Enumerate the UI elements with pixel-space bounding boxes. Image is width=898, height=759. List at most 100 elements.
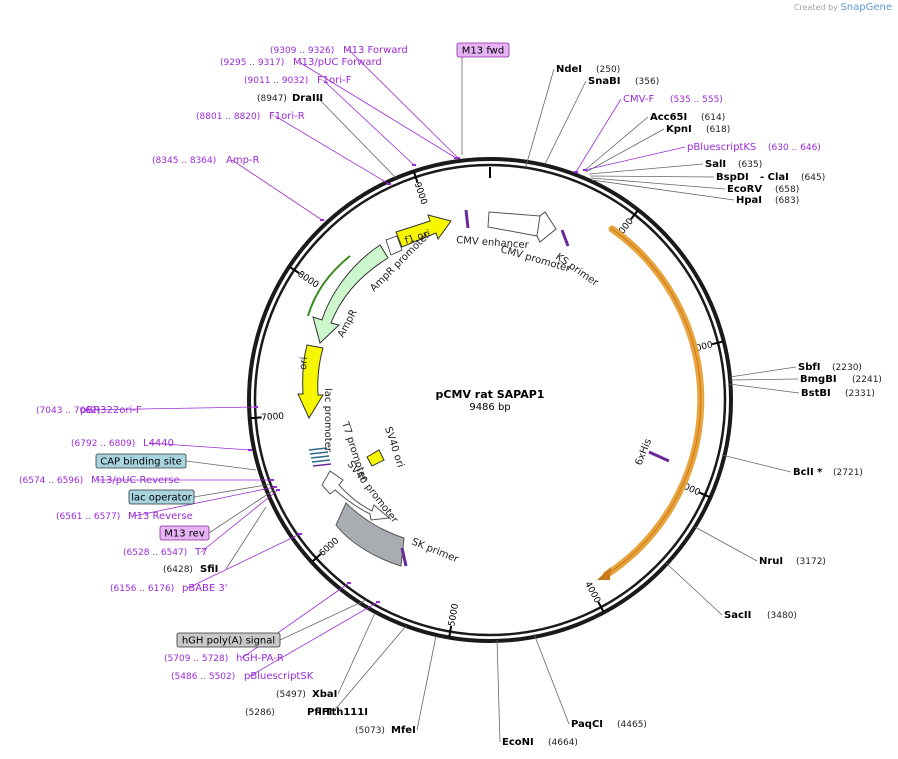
enzyme-pos-acc65i: (614) [701,113,725,123]
enzyme-hpai[interactable]: HpaI [736,195,762,206]
tick-mark-7000 [250,416,262,420]
enzyme-leader-sali [588,163,704,175]
enzyme-leader-nrui [694,526,758,562]
enzyme-tth111i[interactable]: - Tth111I [317,707,368,718]
primer-leader-pbluescriptks [584,146,686,171]
enzyme-pos-nrui: (3172) [796,557,826,567]
primer-m13-puc-reverse[interactable]: M13/pUC Reverse [91,475,180,486]
tick-label-7000: 7000 [261,412,285,424]
enzyme-leader-sacii [665,562,723,616]
primer-m13-reverse[interactable]: M13 Reverse [128,511,193,522]
enzyme-sali[interactable]: SalI [705,159,726,170]
enzyme-draiii[interactable]: DraIII [292,93,323,104]
tick-mark-1000 [630,210,639,221]
primer-leader-m13-puc-forward [298,61,457,159]
enzyme-pos-econi: (4664) [548,738,578,748]
box-label-m13-rev: M13 rev [164,529,205,540]
primer-f1ori-r[interactable]: F1ori-R [269,111,305,122]
primer-pbluescriptks[interactable]: pBluescriptKS [687,142,756,153]
enzyme-sacii[interactable]: SacII [724,610,751,621]
box-cap-binding-site[interactable] [95,453,187,469]
enzyme-ecorv[interactable]: EcoRV [727,184,762,195]
box-label-m13-fwd: M13 fwd [462,46,504,57]
tick-label-8000: 8000 [296,270,321,291]
enzyme-paqci[interactable]: PaqCI [571,719,603,730]
tick-mark-4000 [597,601,605,612]
enzyme-kpni[interactable]: KpnI [666,124,692,135]
primer-range-hgh-pa-r: (5709 .. 5728) [164,654,228,664]
ks-primer-mark [560,229,570,247]
enzyme-bspdi[interactable]: BspDI [716,172,749,183]
cmv-promoter-arrow [536,211,557,243]
primer-pbluescriptsk[interactable]: pBluescriptSK [244,671,314,682]
primer-range-f1ori-f: (9011 .. 9032) [244,76,308,86]
enzyme-pos-hpai: (683) [775,196,799,206]
lac-promoter-label: lac promoter [322,388,333,453]
enzyme-leader-pflfi [332,625,407,713]
sv40-ori-box[interactable] [366,449,385,467]
primer-pbabe-3-[interactable]: pBABE 3' [182,583,228,594]
tick-mark-6000 [311,553,322,563]
enzyme-leader-snabi [544,80,587,165]
primer-hgh-pa-r[interactable]: hGH-PA-R [236,653,284,664]
primer-m13-puc-forward[interactable]: M13/pUC Forward [293,57,382,68]
enzyme-pos-ndei: (250) [596,65,620,75]
box-leader-m13-rev [208,489,275,534]
enzyme-bmgbi[interactable]: BmgBI [800,374,837,385]
enzyme-pos-paqci: (4465) [617,720,647,730]
enzyme-acc65i[interactable]: Acc65I [650,112,687,123]
enzyme-pos-bspdi: (645) [801,173,825,183]
tick-mark-2000 [711,340,724,346]
primer-range-m13-puc-reverse: (6574 .. 6596) [19,476,83,486]
enzyme-nrui[interactable]: NruI [759,556,783,567]
primer-leader-m13-reverse [133,486,276,517]
primer-t7[interactable]: T7 [194,547,207,558]
primer-leader-amp-r [231,159,323,221]
sk-promoter-arrow[interactable] [335,502,405,567]
primer-leader-cmv-f [575,98,622,173]
box-leader-lac-operator [193,483,273,498]
enzyme-pos-ecorv: (658) [775,185,799,195]
primer-cmv-f[interactable]: CMV-F [623,94,654,105]
primer-leader-pbr322ori-f [85,406,257,411]
enzyme-snabi[interactable]: SnaBI [588,76,620,87]
primer-m13-forward[interactable]: M13 Forward [343,45,408,56]
primer-leader-m13-forward [348,49,459,159]
primer-amp-r[interactable]: Amp-R [226,155,260,166]
f1-ori-arrow[interactable] [395,214,452,248]
ampr-promoter-arrow[interactable] [385,235,403,256]
enzyme-clai[interactable]: - ClaI [760,172,789,183]
enzyme-pflfi[interactable]: PflFI [307,707,332,718]
enzyme-leader-bcli [721,454,792,473]
enzyme-xbai[interactable]: XbaI [312,689,337,700]
enzyme-pos-draiii: (8947) [257,94,287,104]
enzyme-pos-xbai: (5497) [276,690,306,700]
primer-range-pbabe-3-: (6156 .. 6176) [110,584,174,594]
enzyme-sbfi[interactable]: SbfI [798,362,820,373]
orf-arc[interactable] [602,225,705,579]
ampr-arrow[interactable] [312,244,389,344]
enzyme-ndei[interactable]: NdeI [556,64,582,75]
ori-arrow[interactable] [297,344,324,420]
box-m13-fwd[interactable] [456,42,510,58]
enzyme-mfei[interactable]: MfeI [391,725,416,736]
enzyme-bcli[interactable]: BclI * [793,467,823,478]
enzyme-bstbi[interactable]: BstBI [801,388,831,399]
sk-primer-mark [400,547,408,567]
primer-f1ori-f[interactable]: F1ori-F [317,75,352,86]
enzyme-pos-bcli: (2721) [833,468,863,478]
box-hgh-poly-a-signal[interactable] [176,632,281,648]
enzyme-sfii[interactable]: SfiI [200,564,218,575]
enzyme-econi[interactable]: EcoNI [502,737,534,748]
primer-pbr322ori-f[interactable]: pBR322ori-F [80,405,142,416]
enzyme-pos-snabi: (356) [635,77,659,87]
primer-range-m13-forward: (9309 .. 9326) [270,46,334,56]
enzyme-pos-sacii: (3480) [767,611,797,621]
primer-l4440[interactable]: L4440 [143,438,174,449]
enzyme-leader-mfei [416,635,437,731]
sv40-promoter-arrow[interactable] [321,470,391,521]
primer-leader-pbluescriptsk [249,601,379,677]
box-lac-operator[interactable] [128,489,195,505]
box-m13-rev[interactable] [159,525,210,541]
primer-range-l4440: (6792 .. 6809) [71,439,135,449]
